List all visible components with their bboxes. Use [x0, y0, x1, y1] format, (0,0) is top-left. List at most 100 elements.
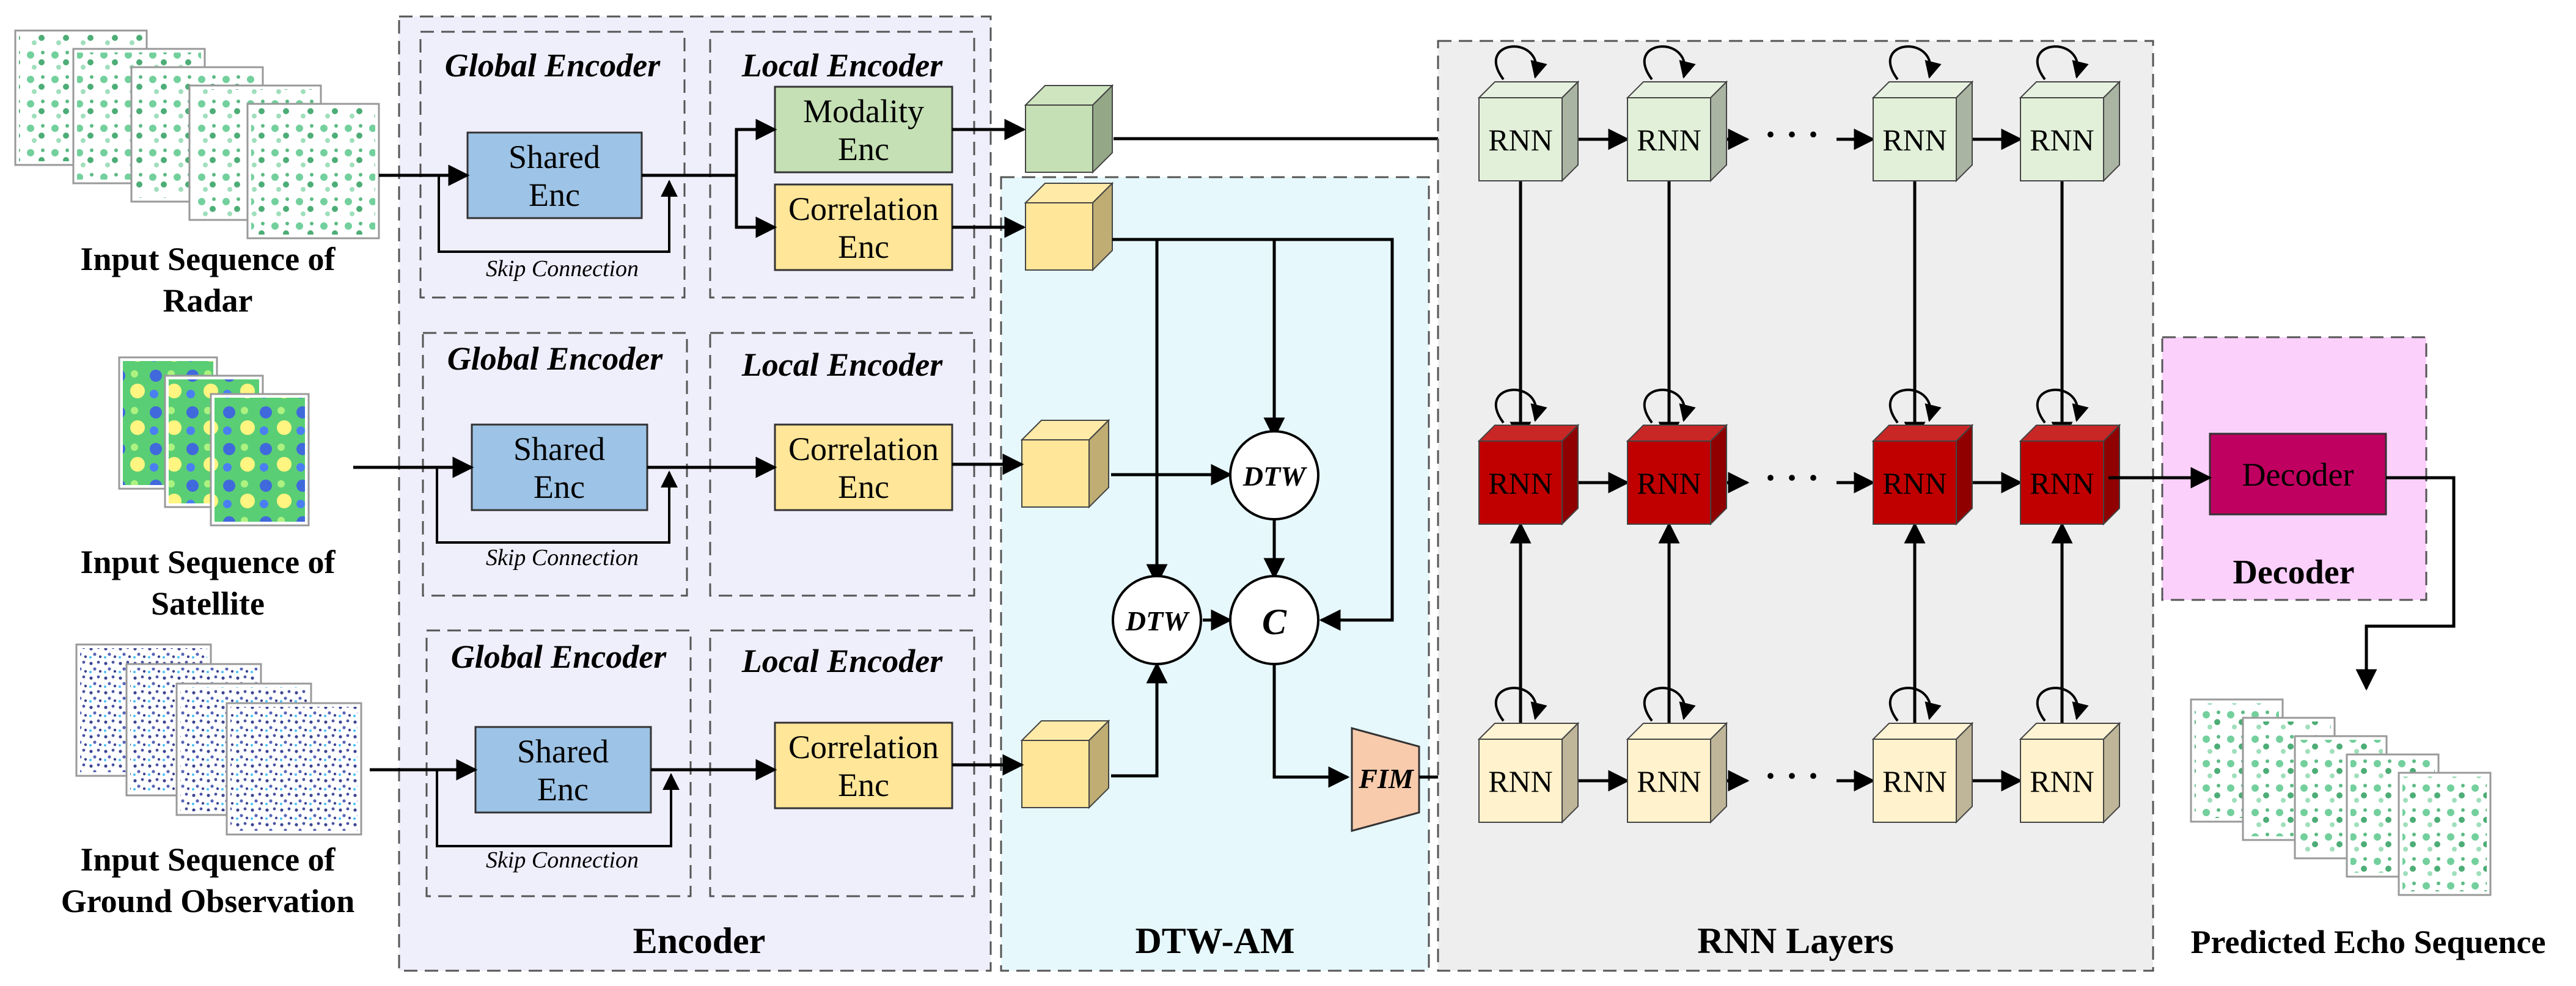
svg-text:Enc: Enc	[838, 131, 889, 167]
rnn-mid-cell-1: RNN	[1477, 423, 1580, 526]
svg-text:C: C	[1262, 602, 1287, 642]
rnn-mid-self-loop-3	[1888, 389, 1942, 424]
fim-block: FIM	[1351, 727, 1420, 832]
rnn-bottom-cell-4: RNN	[2019, 721, 2121, 824]
svg-text:DTW: DTW	[1242, 461, 1307, 492]
rnn-mid-self-loop-4	[2036, 389, 2089, 424]
rnn-top-self-loop-4	[2036, 45, 2089, 81]
svg-text:RNN: RNN	[1637, 764, 1701, 798]
svg-text:Enc: Enc	[529, 177, 580, 213]
local-encoder-title-2: Local Encoder	[741, 346, 943, 383]
global-encoder-title-2: Global Encoder	[447, 340, 663, 377]
skip-connection-label-2: Skip Connection	[486, 545, 639, 571]
decoder-block: Decoder	[2209, 433, 2387, 516]
svg-text:Correlation: Correlation	[788, 729, 939, 765]
svg-text:Enc: Enc	[537, 771, 589, 808]
svg-text:RNN: RNN	[1637, 466, 1701, 500]
satellite-label-line2: Satellite	[151, 585, 265, 622]
ground-feature-cube	[1020, 719, 1110, 809]
svg-text:Shared: Shared	[513, 431, 605, 467]
rnn-bottom-self-loop-4	[2036, 687, 2089, 722]
rnn-top-cell-3: RNN	[1871, 80, 1974, 183]
output-label: Predicted Echo Sequence	[2191, 924, 2546, 960]
rnn-mid-cell-3: RNN	[1871, 423, 1974, 526]
ground-label-line1: Input Sequence of	[80, 841, 336, 878]
radar-frame-5	[246, 103, 380, 239]
dtw-node-1: DTW	[1229, 430, 1319, 520]
svg-text:Decoder: Decoder	[2242, 456, 2354, 493]
global-encoder-title-3: Global Encoder	[451, 638, 667, 675]
rnn-top-cell-1: RNN	[1477, 80, 1580, 183]
skip-connection-1	[438, 175, 678, 253]
svg-text:RNN: RNN	[1637, 123, 1701, 157]
rnn-bottom-cell-1: RNN	[1477, 721, 1580, 824]
rnn-top-self-loop-2	[1643, 45, 1696, 81]
rnn-mid-cell-4: RNN	[2019, 423, 2121, 526]
rnn-top-self-loop-1	[1494, 45, 1547, 81]
svg-text:RNN: RNN	[1882, 466, 1947, 500]
ground-frame-4	[226, 702, 362, 836]
local-encoder-title-3: Local Encoder	[741, 643, 943, 679]
rnn-top-self-loop-3	[1888, 45, 1942, 81]
svg-text:Correlation: Correlation	[788, 191, 939, 227]
svg-text:Enc: Enc	[838, 469, 889, 505]
skip-connection-label-1: Skip Connection	[486, 256, 639, 282]
svg-text:RNN: RNN	[1488, 764, 1553, 798]
svg-text:Correlation: Correlation	[788, 431, 939, 467]
svg-text:RNN: RNN	[2030, 123, 2094, 157]
dtw-routing	[1111, 238, 1394, 788]
rnn-mid-self-loop-2	[1643, 389, 1696, 424]
svg-text:RNN: RNN	[1882, 123, 1947, 157]
skip-connection-2	[436, 467, 678, 544]
rnn-top-cell-2: RNN	[1626, 80, 1728, 183]
rnn-mid-cell-2: RNN	[1626, 423, 1728, 526]
global-encoder-box-2	[422, 332, 688, 597]
enc-to-cube-arrows	[952, 119, 1026, 776]
radar-feature-cube	[1024, 181, 1114, 272]
satellite-frame-3	[210, 393, 310, 527]
rnn-bottom-cell-3: RNN	[1871, 721, 1974, 824]
correlation-enc-1: Correlation Enc	[774, 183, 953, 271]
rnn-bottom-cell-2: RNN	[1626, 721, 1728, 824]
satellite-label-line1: Input Sequence of	[80, 544, 336, 580]
input-arrows	[353, 164, 478, 781]
global-encoder-title-1: Global Encoder	[445, 47, 661, 84]
rnn-mid-self-loop-1	[1494, 389, 1547, 424]
ground-input-stack	[75, 643, 362, 836]
output-frame-5	[2398, 772, 2492, 896]
satellite-feature-cube	[1020, 418, 1110, 509]
modality-feature-cube	[1024, 84, 1114, 174]
rnn-bottom-self-loop-1	[1494, 687, 1547, 722]
svg-text:RNN: RNN	[2030, 466, 2094, 500]
concat-node: C	[1229, 575, 1319, 665]
svg-text:DTW: DTW	[1125, 605, 1190, 637]
ground-label-line2: Ground Observation	[61, 883, 355, 919]
radar-label-line1: Input Sequence of	[80, 241, 336, 277]
svg-text:RNN: RNN	[1488, 466, 1553, 500]
encoder-title: Encoder	[633, 921, 766, 961]
predicted-output-stack	[2190, 698, 2492, 896]
local-encoder-title-1: Local Encoder	[741, 47, 943, 84]
svg-text:Enc: Enc	[534, 469, 585, 505]
rnn-layers-title: RNN Layers	[1697, 921, 1894, 961]
rnn-bottom-ellipsis: · · ·	[1764, 756, 1819, 796]
skip-connection-3	[436, 770, 680, 847]
svg-text:RNN: RNN	[1882, 764, 1947, 798]
svg-text:FIM: FIM	[1358, 763, 1415, 794]
radar-label-line2: Radar	[163, 282, 253, 319]
local-encoder-box-1	[709, 31, 975, 299]
correlation-enc-3: Correlation Enc	[774, 721, 953, 809]
modality-enc: Modality Enc	[774, 86, 953, 173]
dtw-am-panel	[1000, 176, 1430, 972]
radar-input-stack	[14, 29, 380, 239]
global-encoder-box-3	[425, 629, 692, 897]
dtw-node-2: DTW	[1112, 575, 1202, 665]
svg-text:Modality: Modality	[803, 93, 924, 130]
shared-enc-2: Shared Enc	[471, 423, 648, 511]
skip-connection-label-3: Skip Connection	[486, 847, 639, 873]
global-encoder-box-1	[419, 31, 686, 299]
decoder-to-output-arrow	[2355, 476, 2456, 691]
svg-text:Enc: Enc	[838, 767, 889, 803]
rnn-bottom-self-loop-3	[1888, 687, 1942, 722]
